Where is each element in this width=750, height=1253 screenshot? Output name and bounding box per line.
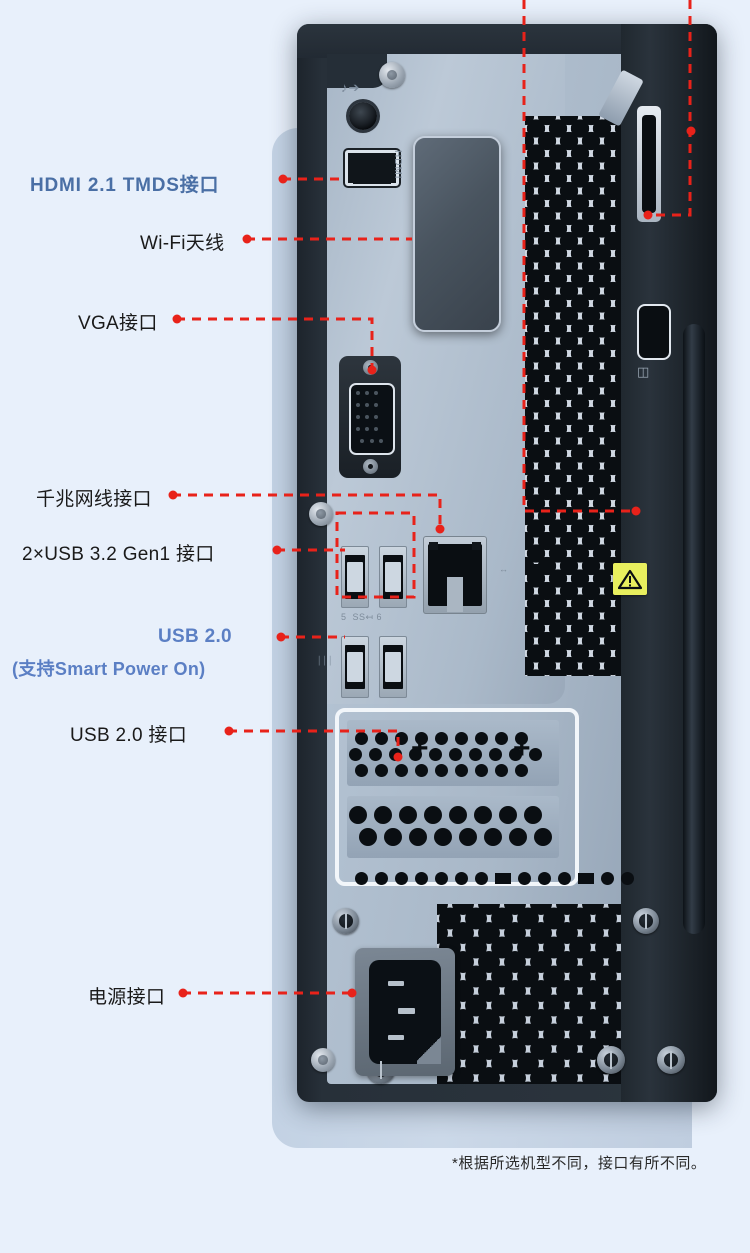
usb2-port-1 (341, 636, 369, 698)
slot-bottom-hole-row (355, 872, 634, 885)
ethernet-port (423, 536, 487, 614)
usb3-port-1 (341, 546, 369, 608)
chassis-screw-edge (311, 1048, 335, 1072)
slot-hole-row-2 (349, 748, 542, 761)
ethernet-led-right (472, 542, 481, 550)
chassis-screw-left (333, 908, 359, 934)
caution-warning-sticker (613, 563, 647, 595)
pc-chassis: ◫ ♪➔ HDMI (297, 24, 717, 1102)
callout-label-usb2-smart-power: USB 2.0 (158, 626, 232, 647)
vga-screw-ear-bottom (363, 459, 378, 474)
power-inlet-housing (355, 948, 455, 1076)
power-pin-top (387, 980, 404, 986)
callout-label-power: 电源接口 (88, 987, 166, 1008)
expansion-bracket-outer (335, 708, 579, 886)
slot-hole-row-3 (355, 764, 528, 777)
thumbscrew-middle (309, 502, 333, 526)
chassis-side-grip (683, 324, 705, 934)
expansion-slot-2 (347, 796, 559, 858)
padlock-slot-icon (637, 106, 661, 222)
hdmi-port-marking: HDMI (392, 150, 403, 180)
lock-slot-marking: ◫ (637, 364, 650, 379)
slot-hole-row-1 (355, 732, 528, 745)
chassis-notch (327, 54, 387, 88)
ethernet-latch (447, 576, 463, 613)
callout-label-wifi: Wi-Fi天线 (140, 233, 225, 254)
usb2-port-2 (379, 636, 407, 698)
slot2-hole-row-2 (359, 828, 552, 846)
expansion-slot-1: + + (347, 720, 559, 786)
wifi-antenna-module (413, 136, 501, 332)
audio-line-out-icon: ♪➔ (341, 80, 361, 95)
kensington-lock-slot-icon (637, 304, 671, 360)
callout-label-ethernet: 千兆网线接口 (36, 489, 152, 510)
power-pin-mid (397, 1007, 416, 1015)
callout-label-usb2: USB 2.0 接口 (70, 725, 188, 746)
panel-stud-1 (527, 564, 543, 578)
hdmi-port (345, 150, 399, 186)
thumbscrew-top (379, 62, 405, 88)
vga-pin-housing (348, 382, 396, 456)
chassis-screw-bottom-right (657, 1046, 685, 1074)
ethernet-marking: ↔ (499, 564, 509, 574)
callout-label-usb3: 2×USB 3.2 Gen1 接口 (22, 544, 215, 565)
callout-label-usb2-smart-power-note: (支持Smart Power On) (12, 659, 206, 679)
ethernet-led-left (429, 542, 438, 550)
audio-jack-port (349, 102, 377, 130)
chassis-screw-bottom-mid (597, 1046, 625, 1074)
usb3-marking: 5 SS↤ 6 (341, 612, 383, 622)
power-inlet-c14 (369, 959, 441, 1065)
footnote-text: *根据所选机型不同，接口有所不同。 (452, 1155, 707, 1172)
power-pin-bottom (387, 1035, 404, 1041)
usb2-marking: │││ (317, 656, 334, 665)
callout-label-hdmi: HDMI 2.1 TMDS接口 (30, 175, 220, 196)
callout-label-vga: VGA接口 (78, 313, 158, 334)
usb3-port-2 (379, 546, 407, 608)
chassis-screw-right (633, 908, 659, 934)
slot2-hole-row-1 (349, 806, 542, 824)
vga-screw-ear-top (363, 360, 378, 375)
vga-port (339, 356, 401, 478)
